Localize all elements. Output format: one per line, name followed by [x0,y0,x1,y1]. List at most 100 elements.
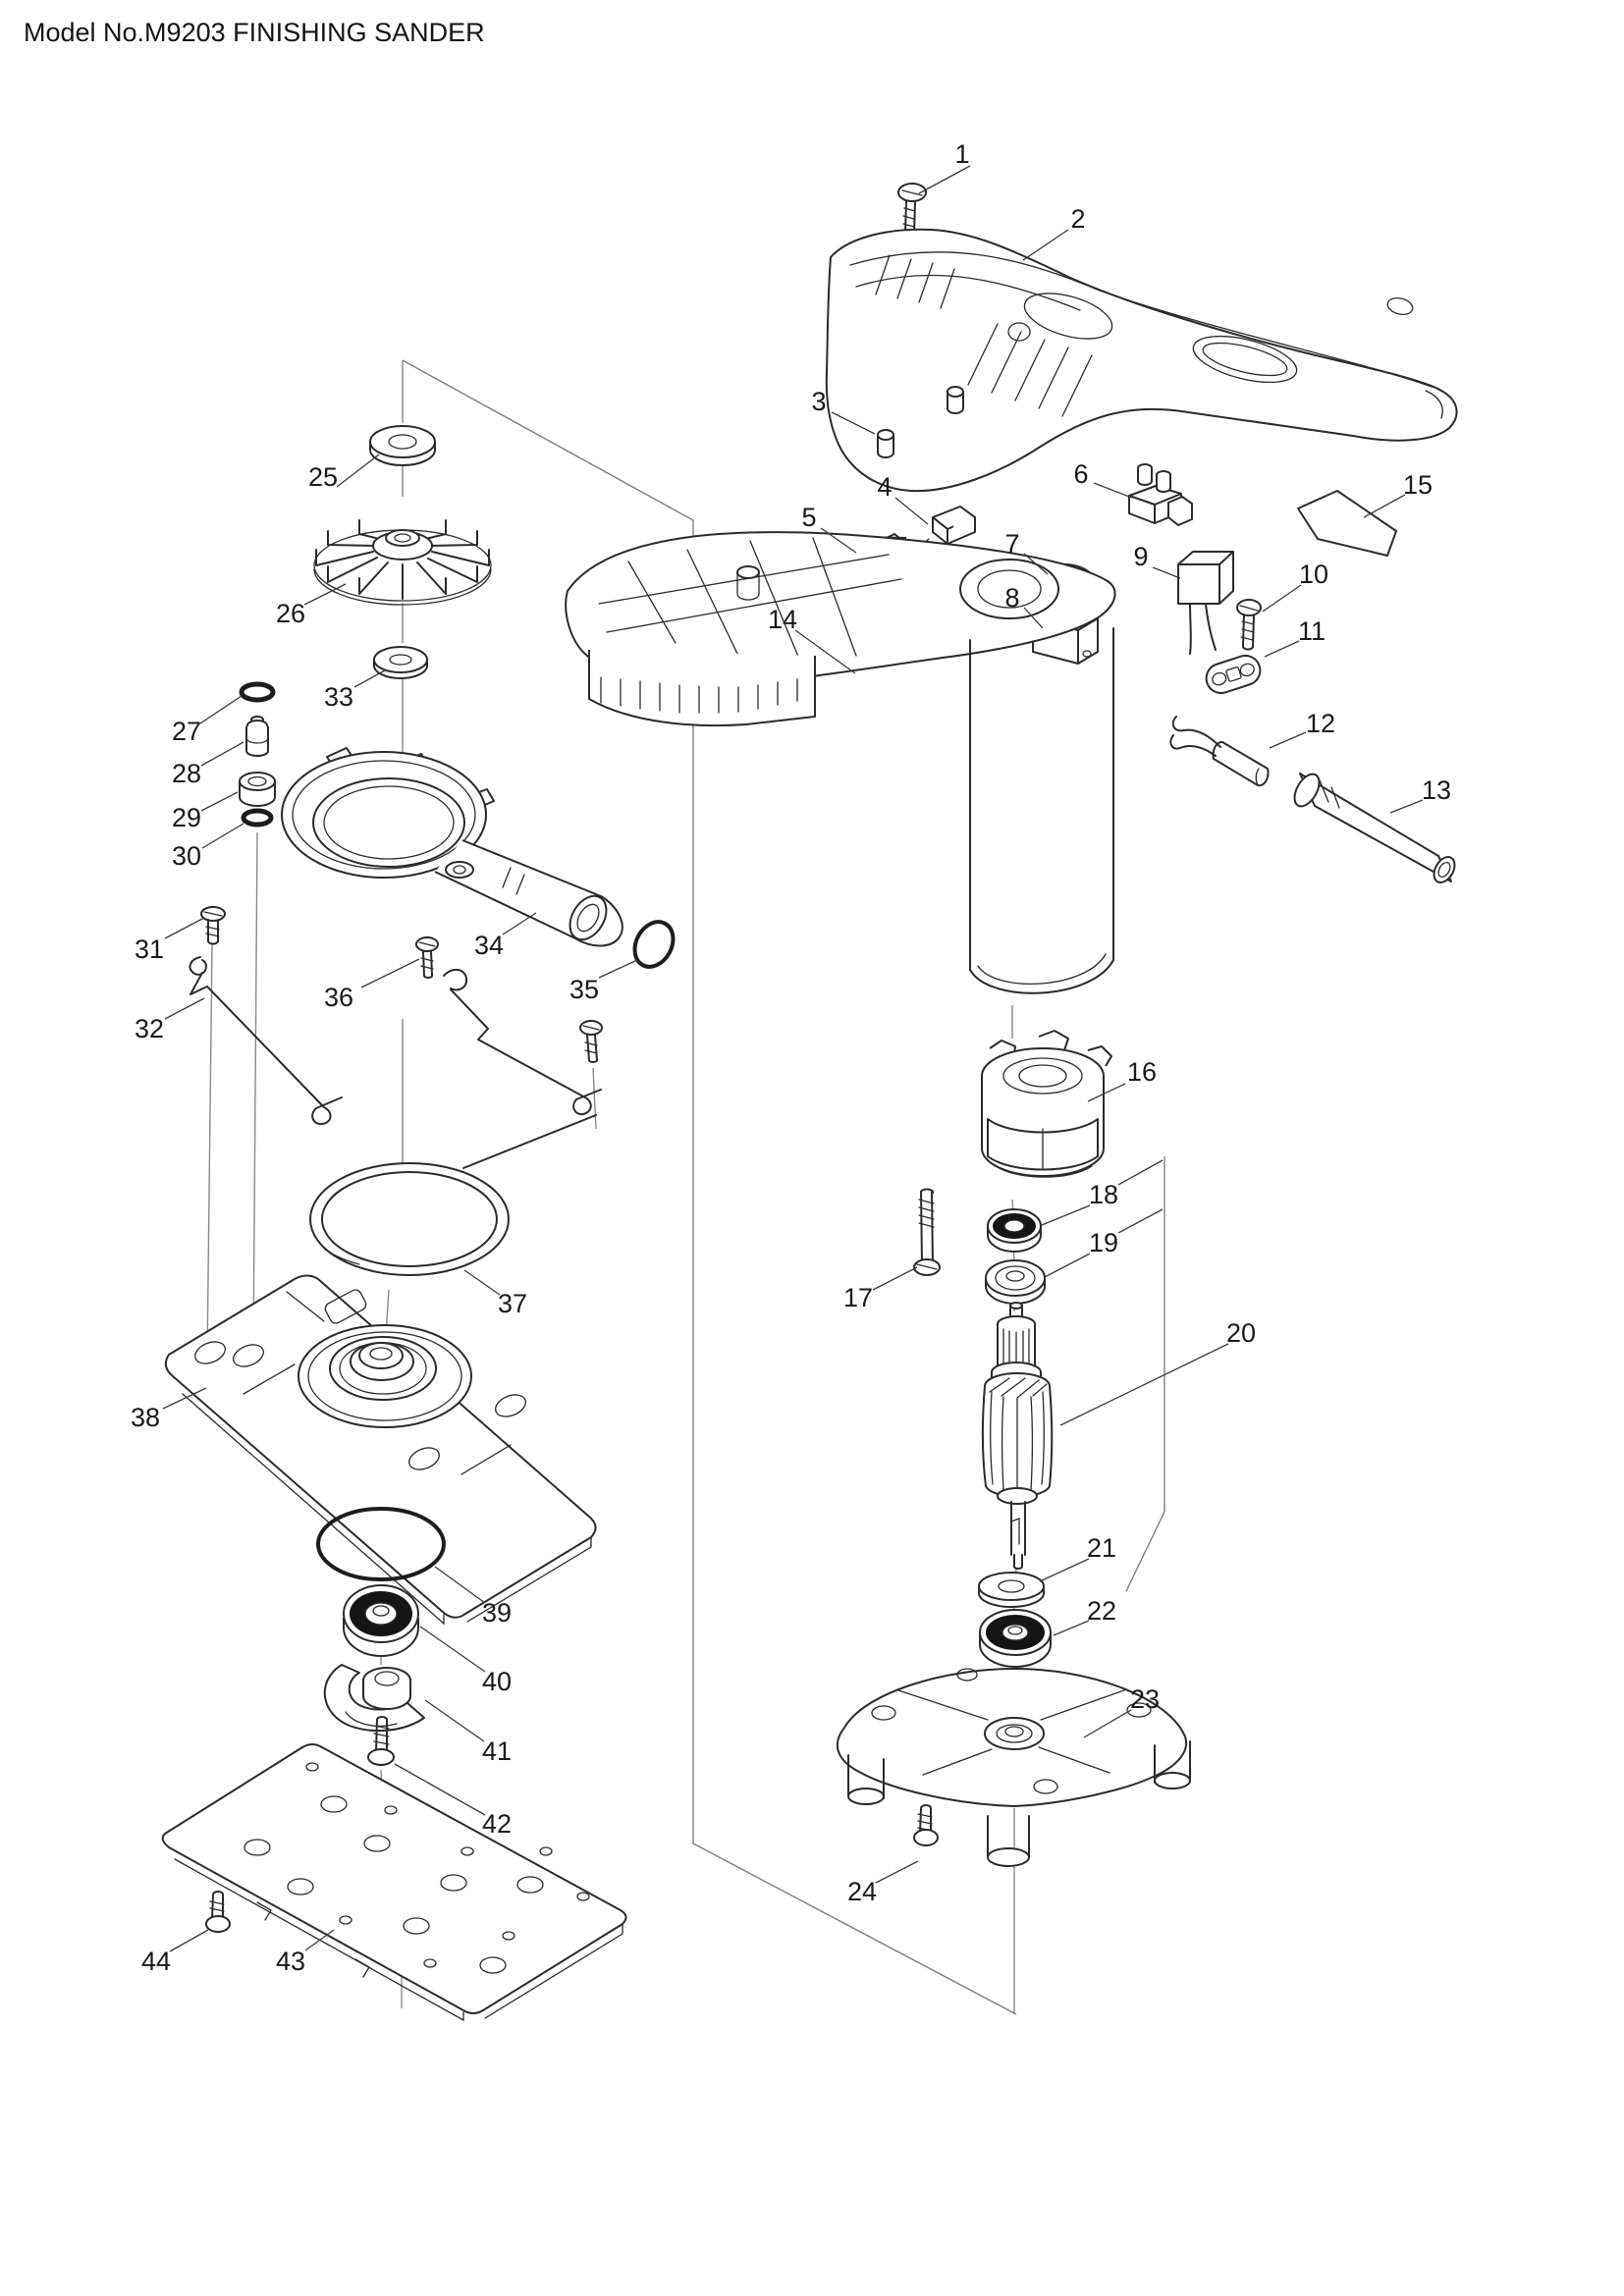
part-28-pin [245,716,269,757]
leader-line-26 [303,583,347,606]
part-label-22: 22 [1087,1596,1116,1626]
part-label-3: 3 [811,387,826,416]
leader-line-31 [164,917,205,939]
part-label-43: 43 [276,1947,305,1976]
leader-line-18 [1117,1159,1164,1186]
part-39-o-ring [316,1507,446,1581]
part-35-o-ring [632,920,676,969]
part-1-pan-head-screw [897,183,927,238]
leader-line-43 [304,1929,335,1951]
leader-line-24 [875,1860,919,1884]
leader-line-38 [162,1387,207,1410]
leader-line-22 [1053,1620,1090,1636]
leader-line-14 [794,629,856,674]
part-label-13: 13 [1422,775,1451,805]
part-label-35: 35 [569,975,599,1004]
part-label-34: 34 [474,931,504,960]
part-37-seal-ring [309,1162,510,1276]
part-label-10: 10 [1299,560,1328,589]
part-20-armature [981,1302,1054,1570]
part-43-base-pad [161,1743,627,2022]
part-label-15: 15 [1403,470,1433,500]
part-label-26: 26 [276,599,305,628]
part-13-cord-guard [1293,773,1456,883]
leader-line-16 [1087,1083,1126,1102]
part-label-30: 30 [172,841,201,871]
part-41-balancer [323,1664,425,1733]
leader-line-5 [820,527,857,554]
leader-line-32 [164,997,205,1020]
part-26-fan [313,519,492,606]
part-29-sleeve [239,772,276,807]
leader-line-33 [353,669,386,688]
leader-line-35 [598,959,638,979]
leader-line-29 [200,791,239,812]
leader-line-18 [1041,1204,1091,1226]
part-34-pad-housing [281,747,623,947]
centerlines [206,360,1017,2014]
part-label-9: 9 [1133,542,1148,571]
part-label-2: 2 [1070,204,1085,234]
leader-line-34 [502,912,537,935]
part-label-11: 11 [1298,616,1326,646]
part-27-o-ring [239,681,276,703]
wire-lever-right [443,968,602,1169]
part-label-12: 12 [1306,709,1335,738]
leader-line-36 [360,958,420,988]
part-11-cord-clip [1205,654,1262,695]
part-42-screw [367,1716,395,1766]
explosion-rails [402,359,1165,2015]
part-label-19: 19 [1089,1228,1118,1257]
leader-line-13 [1389,799,1424,814]
part-40-ball-bearing [343,1584,419,1657]
part-label-16: 16 [1127,1057,1157,1087]
part-label-23: 23 [1130,1684,1160,1714]
part-label-37: 37 [498,1289,527,1318]
leader-line-27 [199,695,243,724]
part-label-6: 6 [1073,459,1088,489]
part-21-flat-washer [978,1572,1045,1608]
leader-line-44 [169,1929,209,1952]
part-10-screw [1236,599,1262,651]
part-label-33: 33 [324,682,353,712]
part-9-capacitor [1177,551,1234,655]
part-label-14: 14 [768,605,797,634]
part-3-sleeves [877,386,964,458]
leader-line-17 [872,1266,918,1291]
part-label-20: 20 [1226,1318,1256,1348]
part-label-29: 29 [172,803,201,832]
part-14-lower-housing [565,531,1116,994]
leader-line-3 [831,411,876,435]
leader-line-11 [1264,640,1300,658]
leader-line-19 [1044,1253,1091,1278]
part-label-18: 18 [1089,1180,1118,1209]
part-label-31: 31 [135,934,164,964]
part-2-upper-housing [825,228,1458,493]
page-title: Model No.M9203 FINISHING SANDER [24,18,485,47]
leader-line-39 [434,1566,486,1604]
part-36-screw [415,936,439,979]
part-31-screw [200,906,226,945]
part-30-o-ring [241,808,274,828]
part-18-ball-bearing [987,1208,1042,1253]
part-44-screw [205,1891,231,1933]
leader-line-15 [1363,494,1406,518]
part-label-7: 7 [1004,529,1019,559]
screw-right-lever [579,1020,603,1063]
part-32-clamp-lever [189,956,343,1126]
part-label-25: 25 [308,462,338,492]
part-38-base-plate [164,1274,597,1626]
part-24-screw [913,1804,939,1846]
part-label-28: 28 [172,759,201,788]
leader-line-6 [1093,482,1133,499]
part-label-38: 38 [131,1403,160,1432]
part-23-bearing-box [837,1668,1191,1867]
leader-line-25 [336,454,380,488]
part-19-washer-race [985,1259,1046,1305]
leader-line-8 [1023,607,1044,629]
leader-line-2 [1022,229,1069,261]
leader-line-1 [918,165,971,194]
leader-line-10 [1262,584,1302,613]
